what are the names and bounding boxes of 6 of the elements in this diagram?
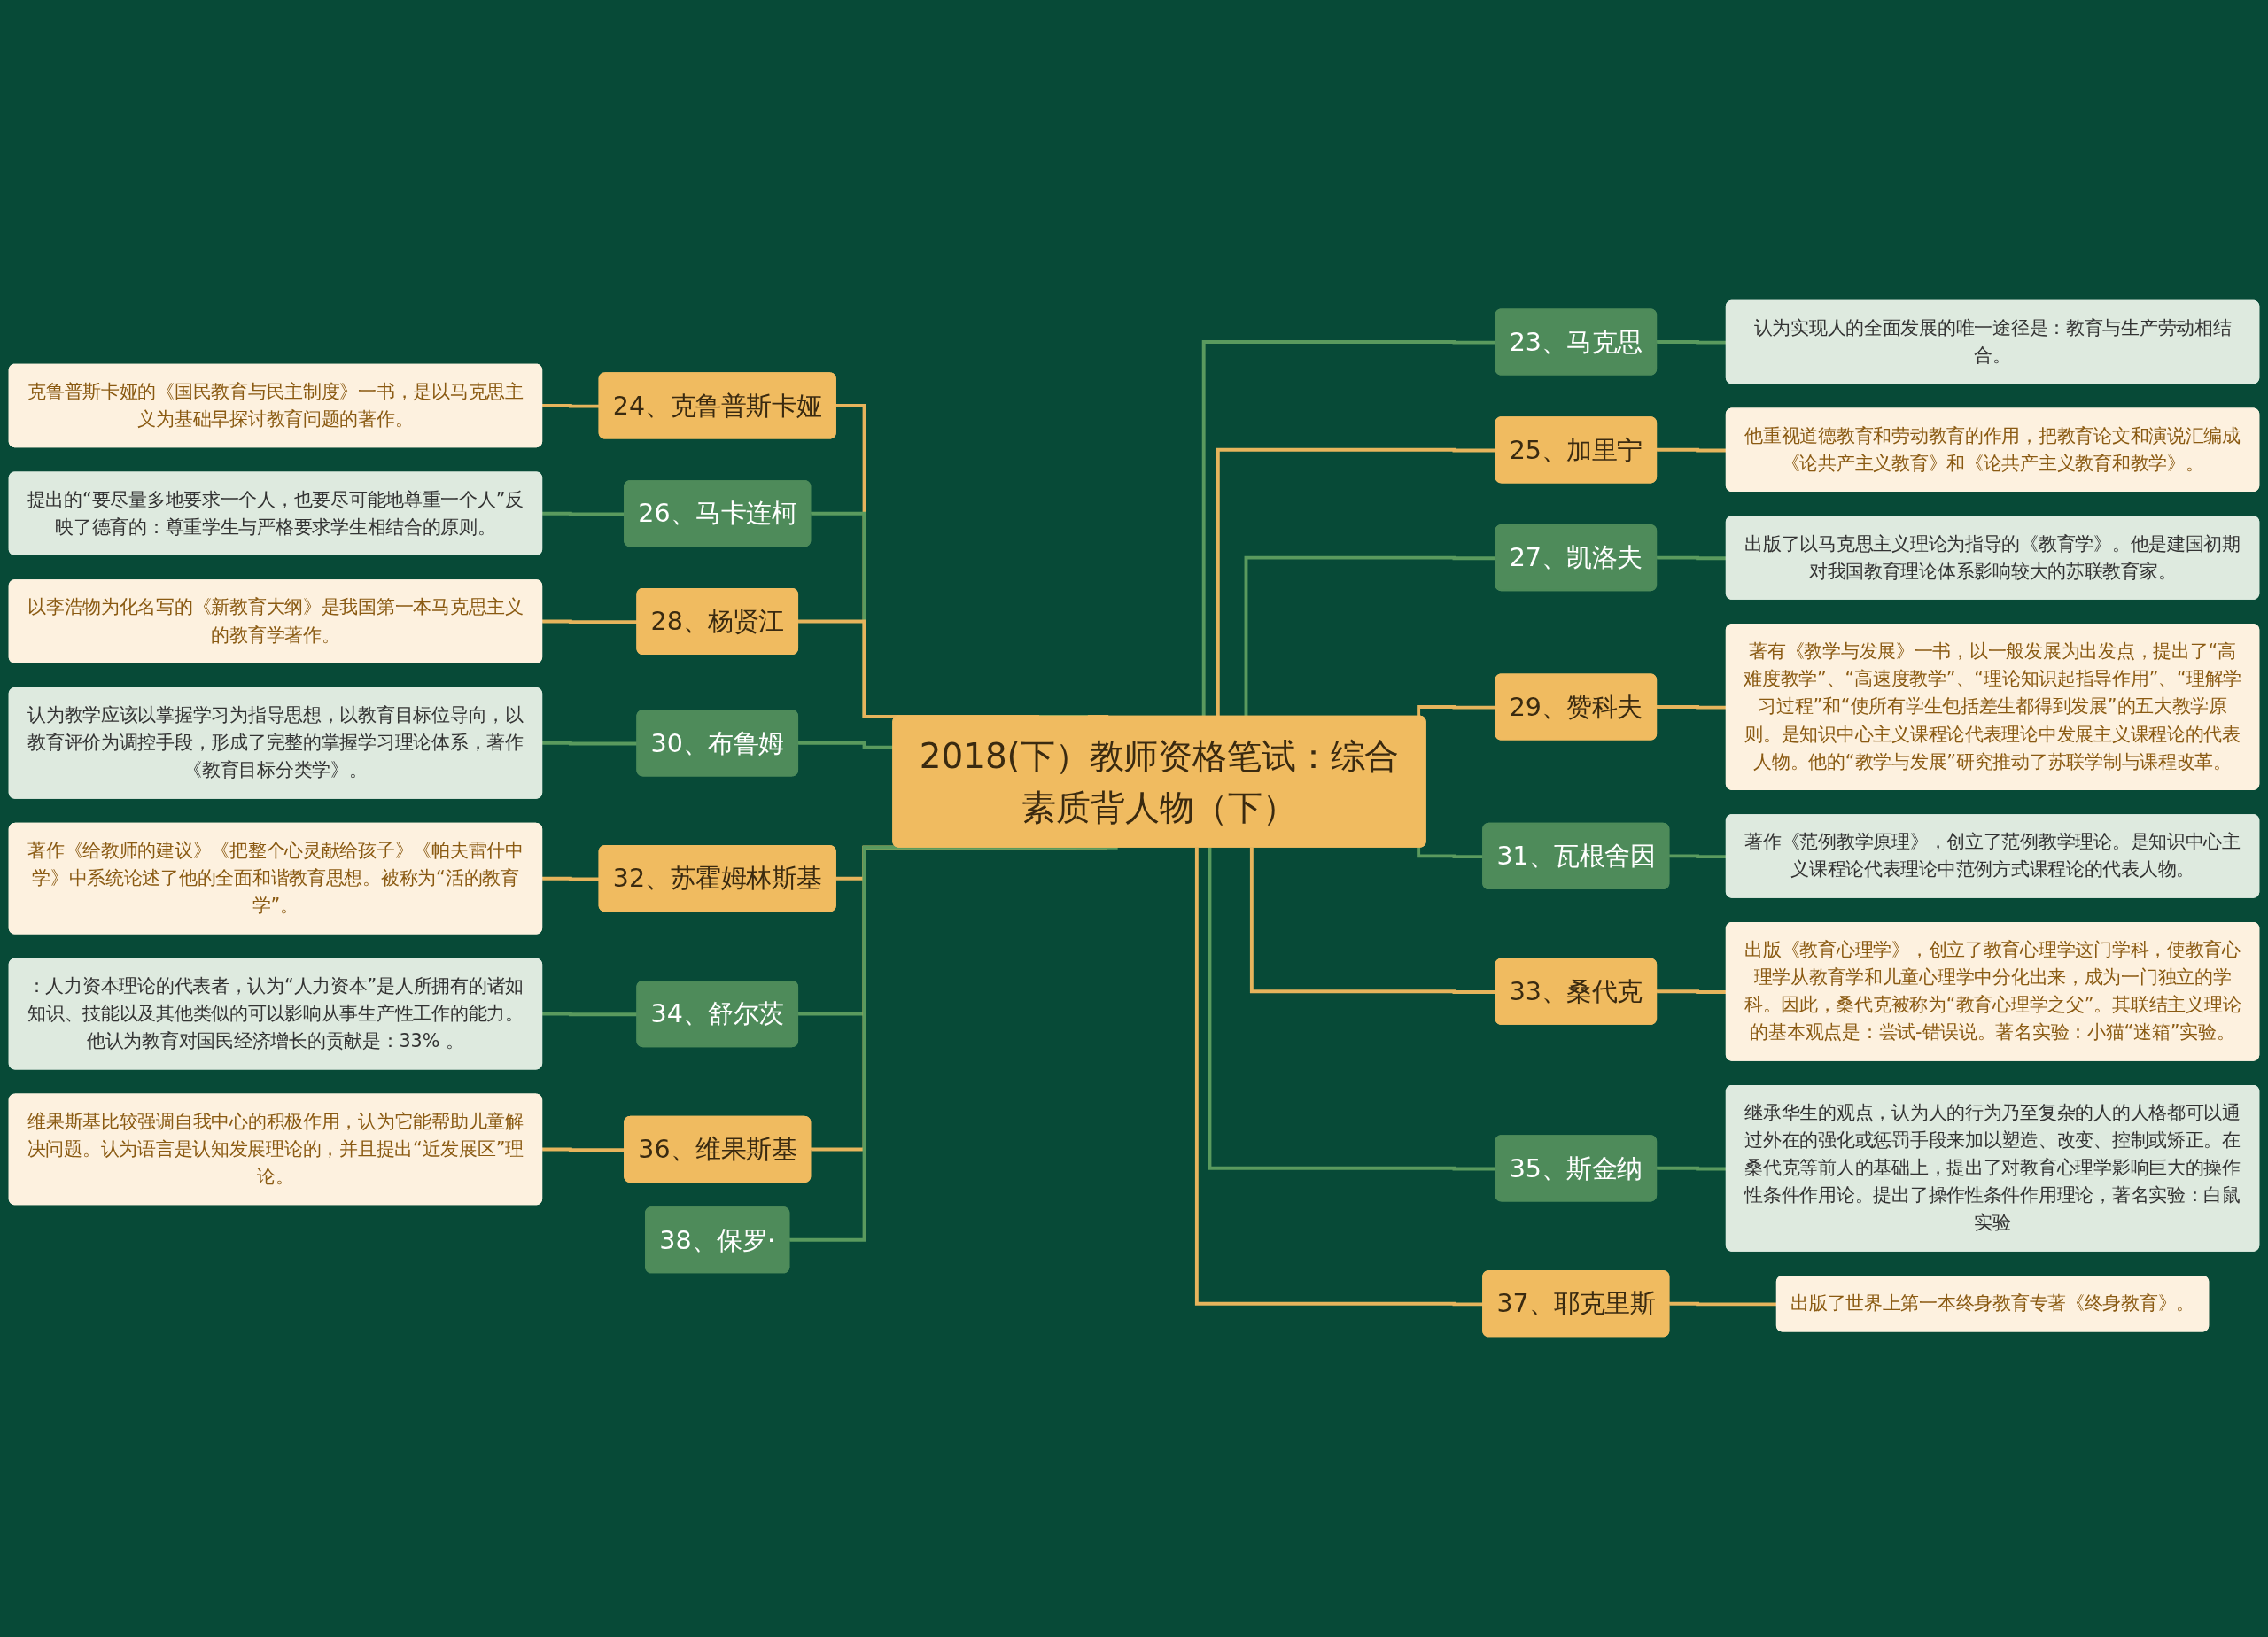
connector (1244, 555, 1496, 717)
connector (1216, 447, 1496, 717)
connector (1201, 340, 1496, 717)
connector (1208, 847, 1496, 1171)
connector (1417, 705, 1496, 717)
connector (1249, 847, 1496, 994)
